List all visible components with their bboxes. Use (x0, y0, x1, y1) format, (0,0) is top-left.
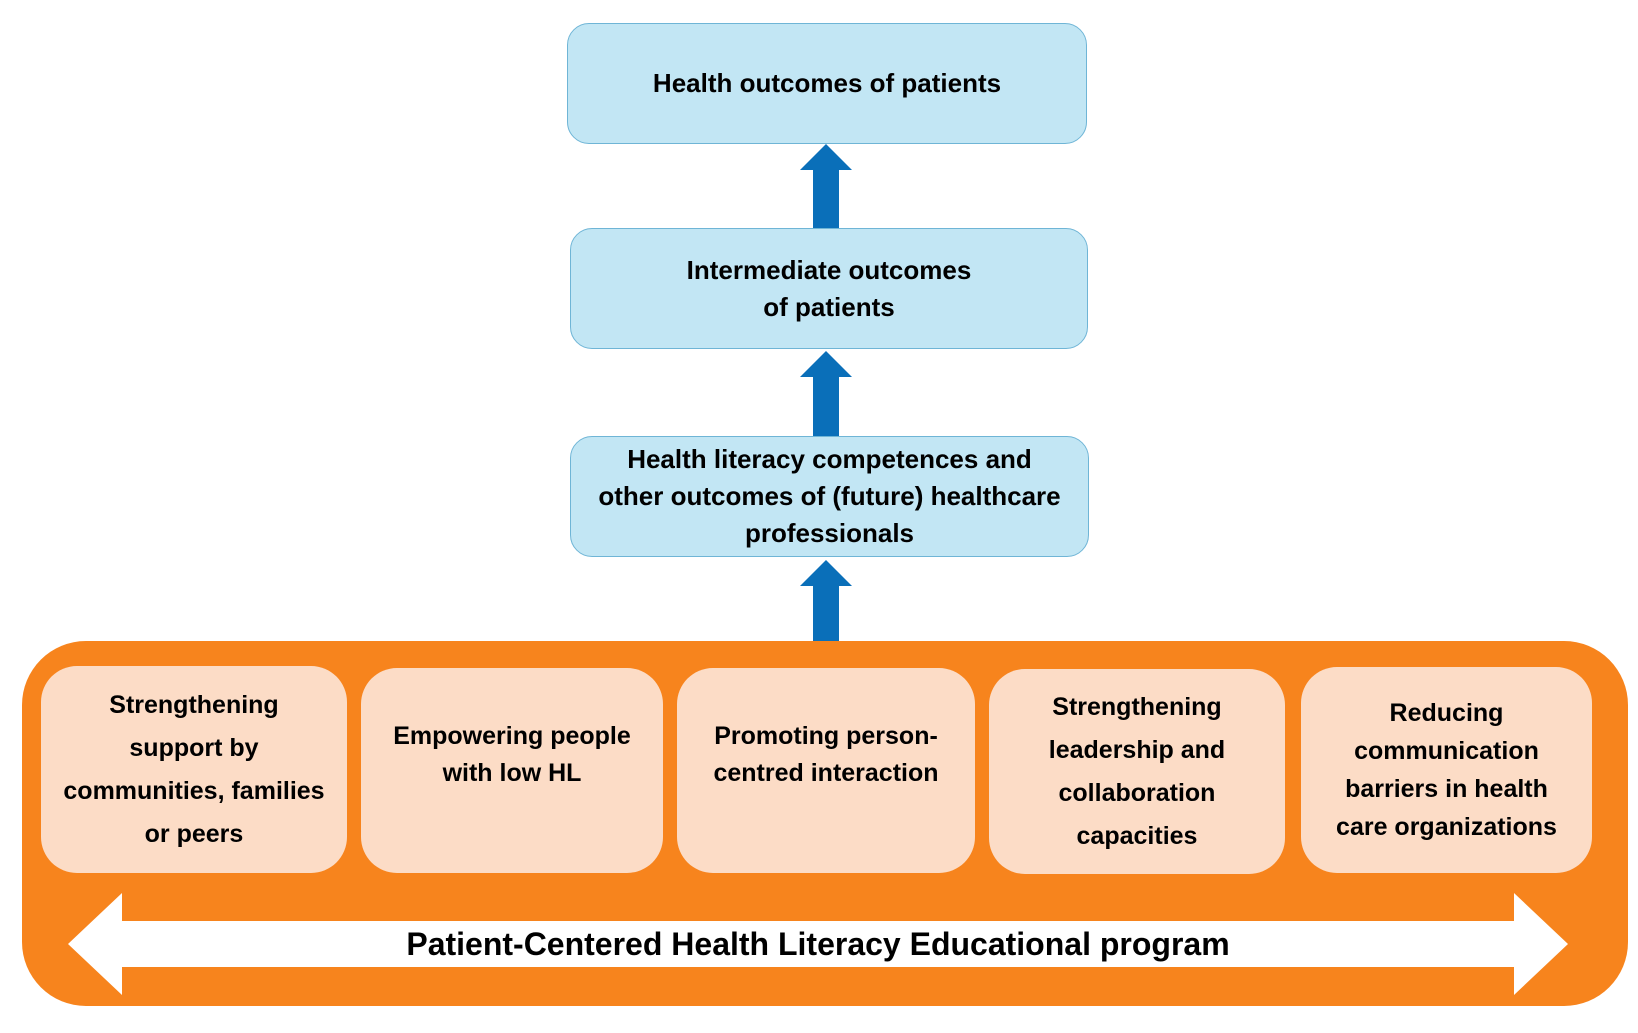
component-communication-barriers: Reducing communication barriers in healt… (1301, 667, 1592, 873)
component-leadership-collaboration: Strengthening leadership and collaborati… (989, 669, 1285, 874)
up-arrow-icon (800, 351, 852, 436)
program-title: Patient-Centered Health Literacy Educati… (406, 925, 1230, 962)
component-community-support: Strengthening support by communities, fa… (41, 666, 347, 873)
health-outcomes-box: Health outcomes of patients (567, 23, 1087, 144)
up-arrow-icon (800, 560, 852, 646)
intermediate-outcomes-box: Intermediate outcomes of patients (570, 228, 1088, 349)
double-arrow-icon (68, 893, 1568, 995)
up-arrow-icon (800, 144, 852, 228)
component-person-centred-interaction: Promoting person- centred interaction (677, 668, 975, 873)
component-empowering-low-hl: Empowering people with low HL (361, 668, 663, 873)
professional-outcomes-box: Health literacy competences and other ou… (570, 436, 1089, 557)
